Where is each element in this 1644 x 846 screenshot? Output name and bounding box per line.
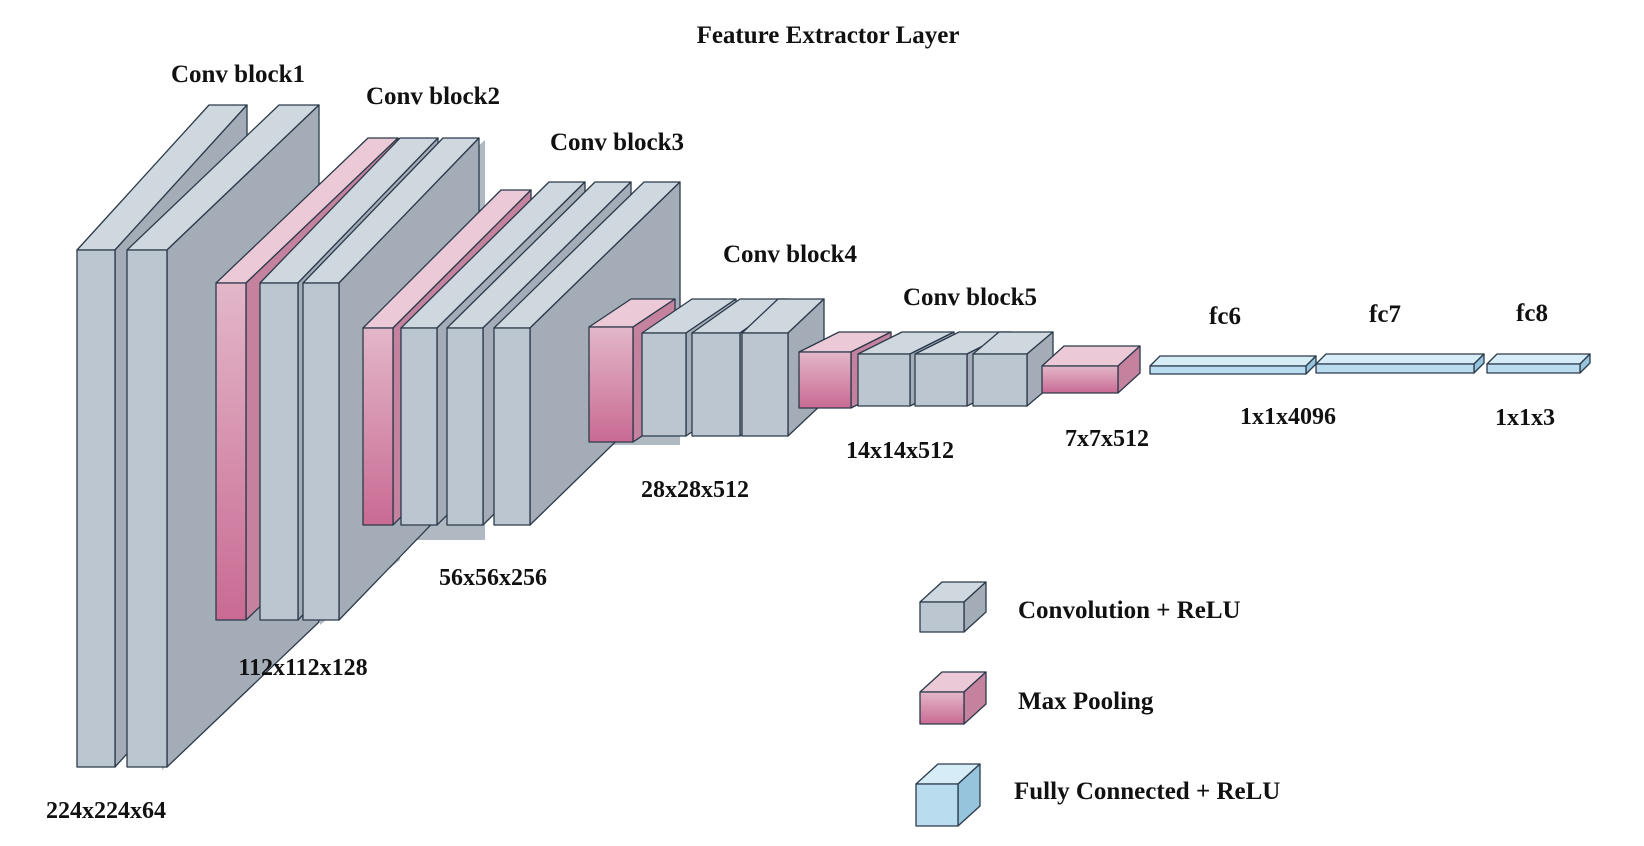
- block5-conv-layer-4: [972, 331, 1054, 407]
- block6-maxpool-layer-1-front: [1041, 365, 1119, 394]
- fc7-label: fc7: [1369, 301, 1401, 328]
- fc8-layer: [1486, 353, 1591, 374]
- fc-output-size-3: 1x1x3: [1495, 405, 1555, 431]
- block3-conv-layer-4-front: [493, 327, 531, 526]
- conv-block-6-layers: [1041, 345, 1141, 394]
- block4-conv-layer-4-front: [741, 332, 789, 437]
- block5-maxpool-layer-1-front: [798, 351, 852, 409]
- labels: Conv block1 Conv block2 Conv block3 Conv…: [46, 61, 1555, 824]
- block-label-conv-block3: Conv block3: [550, 129, 684, 156]
- block3-conv-layer-3-front: [446, 327, 484, 526]
- gray-cube-icon: [919, 581, 987, 633]
- conv-block-4-layers: [588, 298, 825, 443]
- block5-conv-layer-2-front: [857, 353, 911, 407]
- fc8-layer-top: [1486, 353, 1591, 365]
- block5-conv-layer-3-front: [914, 353, 968, 407]
- layer-cubes: [76, 104, 1591, 768]
- fc7-layer-top: [1315, 353, 1485, 365]
- output-size-block3: 56x56x256: [439, 565, 547, 591]
- fc6-layer: [1149, 355, 1317, 375]
- block4-conv-layer-2-front: [641, 332, 687, 437]
- conv-block-3-layers: [362, 181, 681, 526]
- legend: Convolution + ReLU Max Pooling Fully Con…: [915, 581, 1280, 827]
- block-label-conv-block5: Conv block5: [903, 284, 1037, 311]
- output-size-block4: 28x28x512: [641, 477, 749, 503]
- blue-cube-icon-shape: [915, 763, 981, 827]
- gray-cube-icon-shape-front: [919, 601, 965, 633]
- fc7-layer: [1315, 353, 1485, 374]
- fc8-layer-front: [1486, 363, 1581, 374]
- pink-cube-icon-shape: [919, 671, 987, 725]
- pink-cube-icon-shape-front: [919, 691, 965, 725]
- block2-conv-layer-3-front: [302, 282, 340, 621]
- block-label-conv-block1: Conv block1: [171, 61, 305, 88]
- block1-conv-layer-2-front: [126, 249, 168, 768]
- blue-cube-icon-shape-front: [915, 783, 959, 827]
- block4-conv-layer-3-front: [691, 332, 741, 437]
- gray-cube-icon-shape: [919, 581, 987, 633]
- fc7-layer-front: [1315, 363, 1475, 374]
- block2-maxpool-layer-1-front: [215, 282, 247, 621]
- blue-cube-icon: [915, 763, 981, 827]
- output-size-block1: 224x224x64: [46, 798, 166, 824]
- block3-maxpool-layer-1-front: [362, 327, 394, 526]
- block4-maxpool-layer-1-front: [588, 326, 634, 443]
- block6-maxpool-layer-1: [1041, 345, 1141, 394]
- output-size-block5: 14x14x512: [846, 438, 954, 464]
- fc-output-size-4096: 1x1x4096: [1240, 404, 1336, 430]
- legend-label-fully-connected: Fully Connected + ReLU: [1014, 778, 1280, 805]
- block3-conv-layer-2-front: [400, 327, 438, 526]
- legend-label-max-pooling: Max Pooling: [1018, 688, 1154, 715]
- conv-block-5-layers: [798, 331, 1054, 409]
- output-size-final-pool: 7x7x512: [1065, 426, 1149, 452]
- fc6-layer-top: [1149, 355, 1317, 367]
- fc6-layer-front: [1149, 365, 1307, 375]
- pink-cube-icon: [919, 671, 987, 725]
- block-label-conv-block2: Conv block2: [366, 83, 500, 110]
- diagram-title: Feature Extractor Layer: [697, 22, 960, 49]
- fc6-label: fc6: [1209, 303, 1241, 330]
- block5-conv-layer-4-front: [972, 353, 1028, 407]
- fc8-label: fc8: [1516, 300, 1548, 327]
- legend-label-convolution: Convolution + ReLU: [1018, 597, 1241, 624]
- block-label-conv-block4: Conv block4: [723, 241, 858, 268]
- output-size-block2: 112x112x128: [238, 655, 367, 681]
- block2-conv-layer-2-front: [259, 282, 299, 621]
- block1-conv-layer-1-front: [76, 249, 116, 768]
